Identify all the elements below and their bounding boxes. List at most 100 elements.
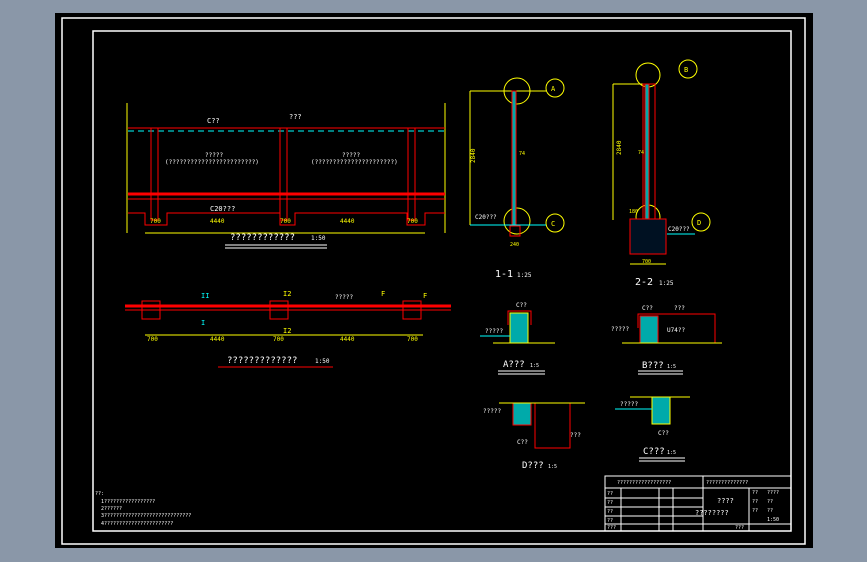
drawing-text: ??? bbox=[735, 525, 744, 531]
detail-label: ??? bbox=[570, 432, 581, 439]
elevation-note-right2: (??????????????????????) bbox=[311, 159, 398, 166]
dim: 4440 bbox=[210, 218, 225, 225]
section-mark: I bbox=[201, 319, 205, 327]
dim: 4440 bbox=[340, 336, 355, 343]
drawing-text: 1????????????????? bbox=[101, 499, 155, 505]
detail-label: C?? bbox=[516, 302, 527, 309]
sheet-name-2: ???????? bbox=[695, 509, 729, 517]
detail-scale: 1:5 bbox=[530, 363, 539, 369]
project-name: ?????????????? bbox=[706, 480, 748, 486]
dim: 74 bbox=[638, 150, 644, 156]
elevation-label-c: C?? bbox=[207, 117, 220, 125]
dim: 700 bbox=[407, 218, 418, 225]
detail-label: C?? bbox=[642, 305, 653, 312]
dim: 700 bbox=[273, 336, 284, 343]
plan-view: 700 4440 700 4440 700 ????? II I I2 I2 F… bbox=[125, 290, 451, 368]
dim: 180 bbox=[629, 209, 638, 215]
dim: 700 bbox=[150, 218, 161, 225]
elevation-note-left: ????? bbox=[205, 152, 223, 159]
drawing-text: ?? bbox=[752, 490, 758, 496]
section-scale: 1:25 bbox=[517, 272, 532, 279]
drawing-canvas[interactable]: C20??? C?? ??? ????? (??????????????????… bbox=[55, 13, 813, 548]
axis-label: D bbox=[697, 219, 701, 227]
plan-scale: 1:50 bbox=[315, 358, 330, 365]
section-mark: F bbox=[423, 292, 427, 300]
dim: 700 bbox=[642, 259, 651, 265]
dim: 700 bbox=[147, 336, 158, 343]
section-mark: II bbox=[201, 292, 209, 300]
concrete-label: C20??? bbox=[668, 226, 690, 233]
detail-label: C?? bbox=[517, 439, 528, 446]
detail-c: ????? C?? C??? 1:5 bbox=[615, 396, 690, 462]
drawing-text: ?? bbox=[752, 508, 758, 514]
drawing-text: ?? bbox=[607, 491, 613, 497]
section-mark: I2 bbox=[283, 290, 291, 298]
dim: 4440 bbox=[210, 336, 225, 343]
drawing-text: 2?????? bbox=[101, 506, 122, 512]
drawing-text: ???? bbox=[767, 490, 779, 496]
dim: 2840 bbox=[616, 140, 623, 155]
general-notes: ??: 1????????????????? 2?????? 3????????… bbox=[95, 491, 191, 527]
drawing-text: ??? bbox=[607, 525, 616, 531]
axis-label: B bbox=[684, 66, 688, 74]
detail-title: A??? bbox=[503, 360, 525, 370]
detail-b: C?? ??? ????? U74?? B??? 1:5 bbox=[611, 305, 722, 375]
detail-d: ????? C?? ??? D??? 1:5 bbox=[483, 402, 585, 471]
drawing-text: ?? bbox=[752, 499, 758, 505]
section-title: 1-1 bbox=[495, 269, 513, 280]
detail-title: C??? bbox=[643, 447, 665, 457]
outer-frame bbox=[61, 17, 806, 545]
title-block: ?????????????????? ?????????????? ???? ?… bbox=[604, 475, 792, 532]
dim: 240 bbox=[510, 242, 519, 248]
cad-drawing: C20??? C?? ??? ????? (??????????????????… bbox=[61, 17, 806, 545]
detail-label: C?? bbox=[658, 430, 669, 437]
elevation-note-left2: (????????????????????????) bbox=[165, 159, 259, 166]
elevation-title: ???????????? bbox=[230, 233, 295, 243]
concrete-label: C20??? bbox=[475, 214, 497, 221]
detail-label: ????? bbox=[611, 326, 629, 333]
section-mark: I2 bbox=[283, 327, 291, 335]
plan-label: ????? bbox=[335, 294, 353, 301]
drawing-text: 4??????????????????????? bbox=[101, 521, 173, 527]
drawing-text: 3????????????????????????????? bbox=[101, 513, 191, 519]
detail-a: C?? ????? A??? 1:5 bbox=[480, 302, 555, 375]
axis-label: A bbox=[551, 85, 556, 93]
dim: 74 bbox=[519, 151, 525, 157]
section-mark: F bbox=[381, 290, 385, 298]
drawing-text: ?? bbox=[607, 509, 613, 515]
detail-label: U74?? bbox=[667, 327, 685, 334]
detail-title: D??? bbox=[522, 461, 544, 471]
drawing-text: ?? bbox=[607, 500, 613, 506]
inner-frame bbox=[92, 30, 792, 532]
elevation-label-top: ??? bbox=[289, 113, 302, 121]
drawing-text: ?? bbox=[607, 518, 613, 524]
detail-label: ????? bbox=[620, 401, 638, 408]
elevation-note-right: ????? bbox=[342, 152, 360, 159]
dim: 4440 bbox=[340, 218, 355, 225]
dim: 700 bbox=[407, 336, 418, 343]
section-scale: 1:25 bbox=[659, 280, 674, 287]
detail-scale: 1:5 bbox=[548, 464, 557, 470]
company-name: ?????????????????? bbox=[617, 480, 671, 486]
sheet-name: ???? bbox=[717, 497, 734, 505]
drawing-text: ?? bbox=[767, 499, 773, 505]
elevation-scale: 1:50 bbox=[311, 235, 326, 242]
section-title: 2-2 bbox=[635, 277, 653, 288]
plan-title: ????????????? bbox=[227, 356, 297, 366]
axis-label: C bbox=[551, 220, 555, 228]
section-1-1: A C 2840 74 C20??? 240 1-1 1:25 bbox=[469, 77, 565, 280]
drawing-text: ?? bbox=[767, 508, 773, 514]
drawing-text: ??: bbox=[95, 491, 104, 497]
dim: 700 bbox=[280, 218, 291, 225]
elevation-concrete-label: C20??? bbox=[210, 205, 235, 213]
detail-label: ????? bbox=[485, 328, 503, 335]
detail-scale: 1:5 bbox=[667, 450, 676, 456]
detail-label: ????? bbox=[483, 408, 501, 415]
elevation-view: C20??? C?? ??? ????? (??????????????????… bbox=[126, 103, 446, 249]
dim: 2840 bbox=[470, 148, 477, 163]
detail-scale: 1:5 bbox=[667, 364, 676, 370]
section-2-2: B D 2840 74 180 C20??? 700 2-2 1:25 bbox=[612, 59, 711, 288]
detail-title: B??? bbox=[642, 361, 664, 371]
detail-label: ??? bbox=[674, 305, 685, 312]
drawing-text: 1:50 bbox=[767, 517, 779, 523]
